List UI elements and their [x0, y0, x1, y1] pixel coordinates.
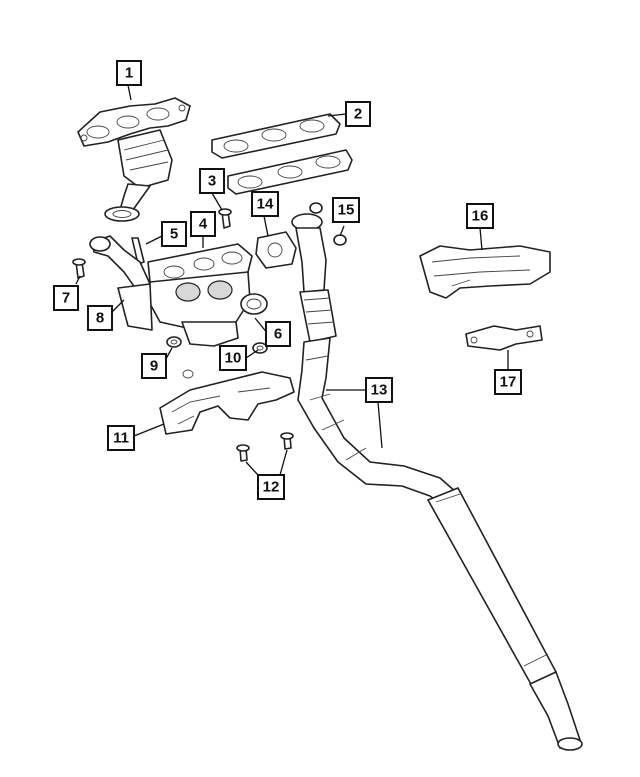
part-11-heat-shield[interactable] — [159, 369, 295, 435]
callout-6: 6 — [265, 321, 291, 347]
svg-text:14: 14 — [257, 196, 274, 213]
part-4-rear-exhaust-manifold[interactable] — [147, 243, 268, 347]
callout-17: 17 — [494, 369, 522, 395]
callout-5: 5 — [161, 221, 187, 247]
callout-3: 3 — [199, 168, 225, 194]
svg-text:1: 1 — [125, 65, 133, 82]
callout-7: 7 — [53, 285, 79, 311]
svg-text:17: 17 — [500, 374, 517, 391]
callout-9: 9 — [141, 353, 167, 379]
callout-12: 12 — [257, 474, 285, 500]
svg-text:15: 15 — [338, 202, 355, 219]
leader-lines — [75, 84, 509, 476]
part-2-manifold-gaskets[interactable] — [211, 113, 353, 195]
part-17-bracket[interactable] — [465, 325, 543, 351]
part-3-bolt[interactable] — [218, 208, 232, 229]
callout-16: 16 — [466, 203, 494, 229]
callout-13: 13 — [365, 377, 393, 403]
svg-text:10: 10 — [225, 350, 242, 367]
callout-8: 8 — [87, 305, 113, 331]
part-1-exhaust-manifold-converter[interactable] — [77, 97, 191, 222]
svg-text:9: 9 — [150, 358, 158, 375]
svg-text:13: 13 — [371, 382, 388, 399]
callout-2: 2 — [345, 101, 371, 127]
svg-text:3: 3 — [208, 173, 216, 190]
part-7-bolt[interactable] — [72, 258, 86, 279]
part-9-nut[interactable] — [166, 336, 182, 348]
callout-14: 14 — [251, 191, 279, 217]
part-15-nuts[interactable] — [309, 202, 347, 246]
svg-text:7: 7 — [62, 290, 70, 307]
svg-text:5: 5 — [170, 226, 178, 243]
svg-text:16: 16 — [472, 208, 489, 225]
callout-15: 15 — [332, 197, 360, 223]
svg-text:4: 4 — [199, 216, 208, 233]
callout-1: 1 — [116, 60, 142, 86]
part-8-heat-pipe[interactable] — [89, 235, 153, 331]
callout-10: 10 — [219, 345, 247, 371]
part-16-heat-shield[interactable] — [419, 245, 551, 299]
callout-4: 4 — [190, 211, 216, 237]
svg-text:11: 11 — [113, 430, 129, 447]
svg-text:2: 2 — [354, 106, 362, 123]
svg-text:12: 12 — [263, 479, 280, 496]
svg-text:8: 8 — [96, 310, 104, 327]
part-14-gasket[interactable] — [255, 231, 297, 269]
part-5-stud[interactable] — [131, 237, 145, 265]
svg-text:6: 6 — [274, 326, 282, 343]
part-13-exhaust-pipe-muffler[interactable] — [291, 213, 583, 751]
callout-11: 11 — [107, 425, 135, 451]
part-12-bolts[interactable] — [236, 432, 294, 462]
